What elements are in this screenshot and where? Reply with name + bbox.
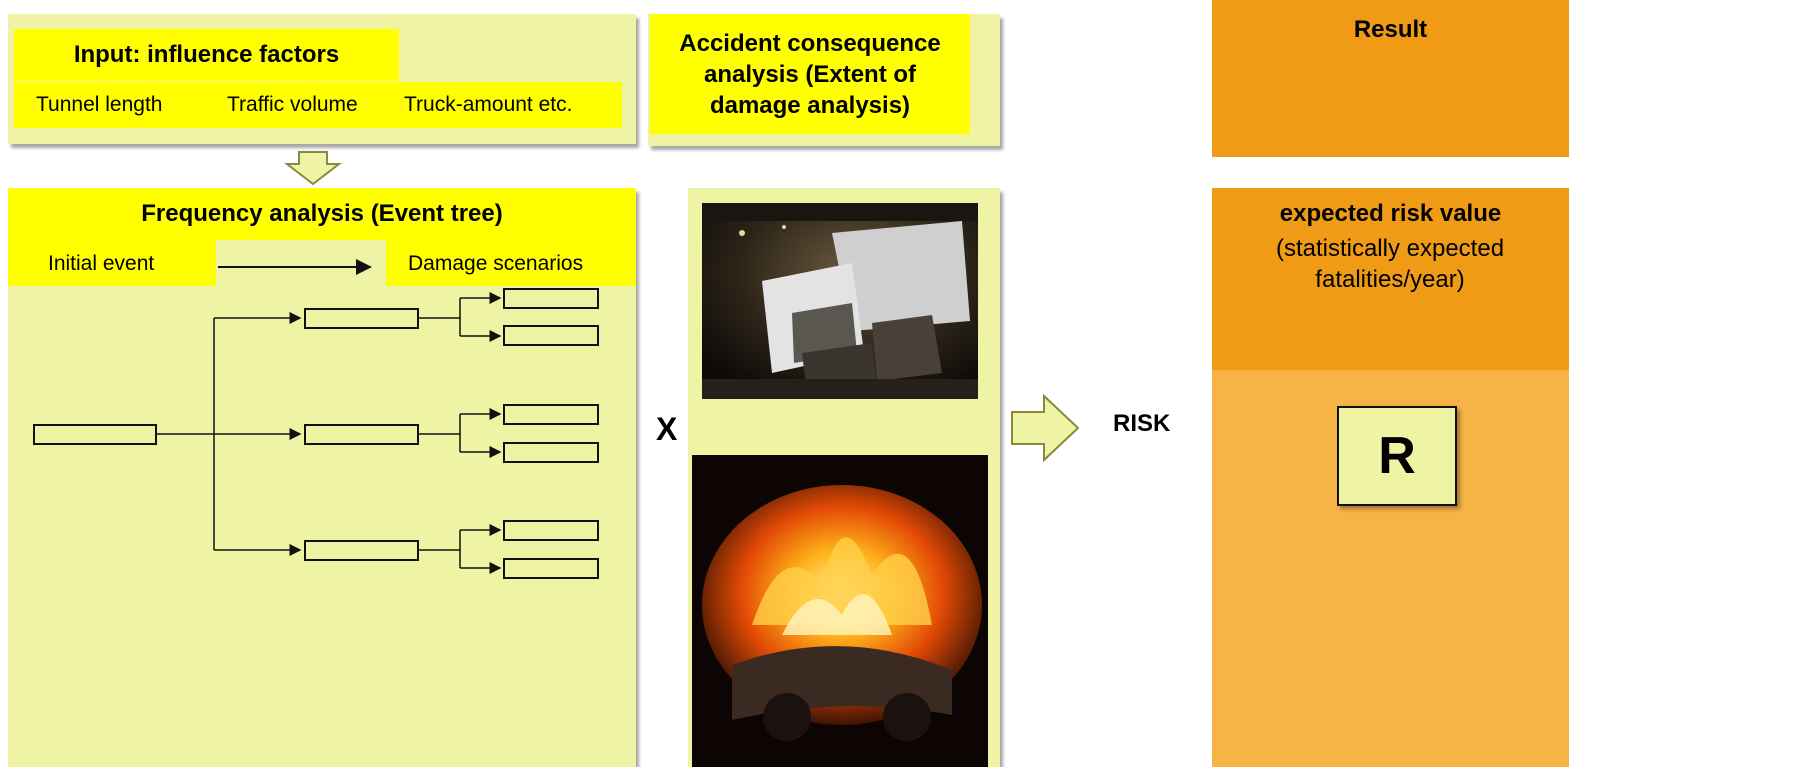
risk-label: RISK: [1113, 410, 1171, 437]
initial-event-bar: [8, 240, 216, 286]
damage-scenarios-label: Damage scenarios: [408, 252, 584, 275]
factor-truck-amount: Truck-amount etc.: [404, 93, 573, 116]
multiply-symbol: X: [656, 411, 678, 447]
risk-symbol-box: R: [1337, 406, 1457, 506]
input-factors-bar: [14, 82, 622, 128]
risk-value-header: [1212, 188, 1569, 370]
initial-event-label: Initial event: [48, 252, 155, 275]
risk-value-title: expected risk value: [1279, 200, 1502, 227]
consequence-title: Accident consequence analysis (Extent of…: [650, 14, 970, 134]
vehicle-fire-image: [692, 455, 988, 767]
factor-traffic-volume: Traffic volume: [227, 93, 358, 116]
event-tree-diagram: [33, 259, 599, 579]
truck-crash-image: [702, 203, 978, 399]
factor-tunnel-length: Tunnel length: [36, 93, 163, 116]
result-title: Result: [1353, 16, 1428, 43]
right-arrow-icon: [1011, 393, 1080, 463]
down-arrow-icon: [284, 151, 342, 186]
risk-value-note: (statistically expected fatalities/year): [1275, 235, 1505, 293]
frequency-title: Frequency analysis (Event tree): [8, 188, 636, 240]
input-title: Input: influence factors: [14, 29, 399, 81]
damage-scenarios-bar: [386, 240, 636, 286]
result-header: [1212, 0, 1569, 157]
